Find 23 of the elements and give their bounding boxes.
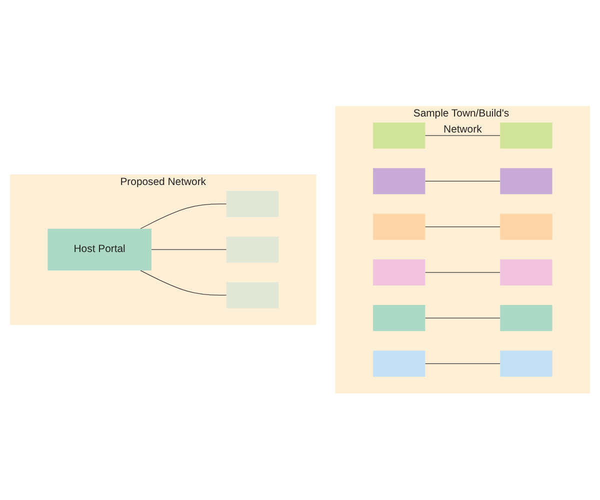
node-box: [500, 214, 552, 240]
node-box: Host Portal: [48, 229, 152, 271]
connector: [424, 272, 500, 274]
node-box: [226, 191, 279, 218]
node-box: [373, 214, 426, 240]
node-box: [500, 351, 552, 378]
node-box: [373, 260, 426, 286]
node-box: [226, 236, 279, 264]
connector: [424, 318, 500, 319]
node-box: [226, 282, 279, 309]
cluster: Sample Town/Build's Network: [335, 106, 590, 394]
connector: [140, 204, 227, 230]
connector: [424, 181, 500, 182]
node-box: [500, 122, 552, 149]
node-box: [373, 305, 426, 332]
node-box: [373, 168, 426, 195]
connector: [424, 226, 500, 228]
node-box: [500, 260, 552, 286]
node-box: [373, 351, 426, 378]
connector: [140, 270, 227, 296]
node-box: [500, 168, 552, 195]
node-box: [373, 122, 426, 149]
node-box: [500, 305, 552, 332]
